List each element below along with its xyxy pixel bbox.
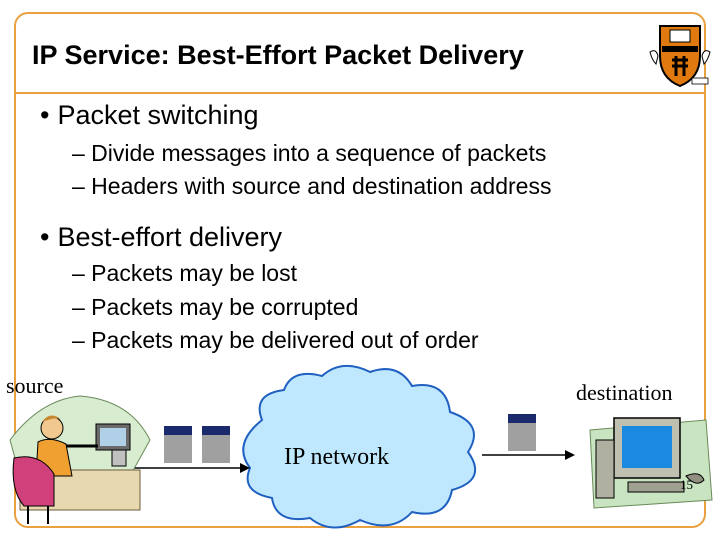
person-at-computer-icon: [9, 395, 151, 524]
packet: [164, 426, 192, 463]
subitem: – Divide messages into a sequence of pac…: [72, 140, 547, 166]
source-label: source: [6, 373, 64, 398]
ip-network-cloud: [242, 365, 477, 529]
bullet-glyph: •: [40, 222, 50, 252]
subitem: – Packets may be corrupted: [72, 294, 359, 320]
bullet-packet-switching: •Packet switching: [40, 100, 259, 131]
arrowhead: [240, 463, 250, 473]
subitem: – Headers with source and destination ad…: [72, 173, 552, 199]
bullet-text: Best-effort delivery: [57, 222, 283, 252]
destination-label: destination: [576, 380, 673, 405]
princeton-shield-icon: [649, 25, 711, 88]
bullet-text: Packet switching: [57, 100, 259, 130]
ip-network-label: IP network: [284, 444, 390, 470]
arrowhead: [565, 450, 575, 460]
page-number: 15: [680, 477, 693, 492]
packet: [508, 414, 536, 451]
bullet-glyph: •: [40, 100, 50, 130]
bullet-best-effort-delivery: •Best-effort delivery: [40, 222, 282, 253]
desktop-computer-icon: [589, 417, 713, 509]
title-region: [14, 12, 706, 94]
subitem: – Packets may be lost: [72, 260, 297, 286]
subitem: – Packets may be delivered out of order: [72, 327, 479, 353]
slide-title: IP Service: Best-Effort Packet Delivery: [32, 40, 524, 70]
slide-frame: [14, 12, 706, 528]
packet: [202, 426, 230, 463]
